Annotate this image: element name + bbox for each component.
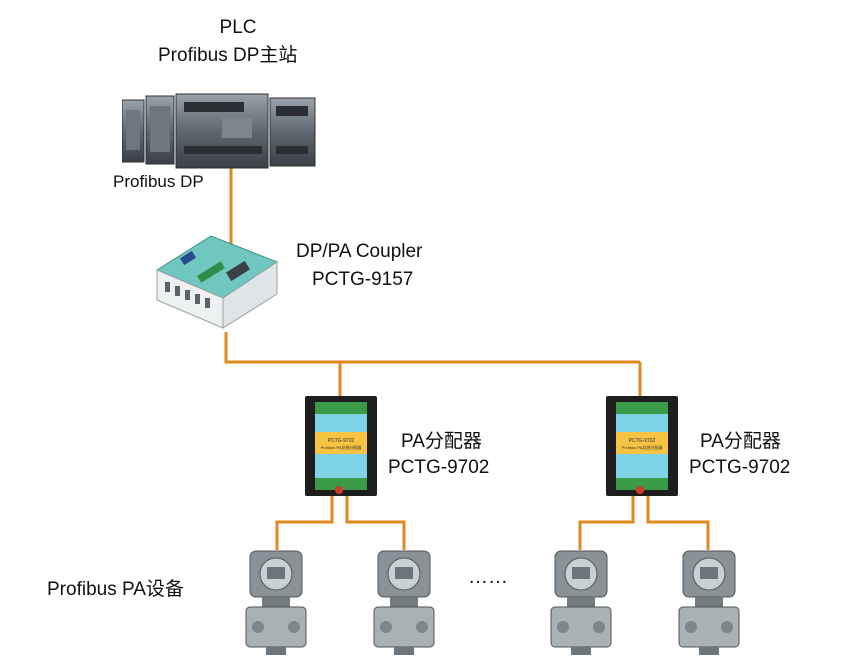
distributor-plate-model-1: PCTG-9702 (328, 438, 355, 444)
distributor-icon-2: PCTG-9702 Profibus PA总线分配器 (606, 396, 678, 496)
plc-subtitle: Profibus DP主站 (158, 45, 298, 66)
distributor-name-1: PA分配器 (401, 431, 482, 452)
spur-wire-2b (646, 496, 710, 550)
distributor-plate-desc-2: Profibus PA总线分配器 (622, 444, 663, 450)
coupler-name: DP/PA Coupler (296, 241, 423, 262)
coupler-model: PCTG-9157 (312, 269, 414, 290)
distributor-model-2: PCTG-9702 (689, 457, 791, 478)
spur-wire-2a (578, 496, 635, 550)
transmitter-icon-1 (245, 550, 307, 655)
transmitter-icon-4 (678, 550, 740, 655)
coupler-icon (155, 235, 279, 329)
field-devices-label: Profibus PA设备 (47, 579, 184, 600)
spur-wire-1a (275, 496, 334, 550)
plc-title: PLC (219, 17, 257, 38)
pa-trunk-wire (224, 332, 640, 364)
distributor-plate-desc-1: Profibus PA总线分配器 (321, 444, 362, 450)
distributor-model-1: PCTG-9702 (388, 457, 490, 478)
plc-icon (122, 93, 316, 169)
ellipsis: …… (468, 566, 508, 588)
distributor-plate-model-2: PCTG-9702 (629, 438, 656, 444)
distributor-name-2: PA分配器 (700, 431, 781, 452)
spur-wire-1b (345, 496, 406, 550)
plc-port-label: Profibus DP (113, 172, 204, 191)
transmitter-icon-2 (373, 550, 435, 655)
distributor-icon-1: PCTG-9702 Profibus PA总线分配器 (305, 396, 377, 496)
transmitter-icon-3 (550, 550, 612, 655)
